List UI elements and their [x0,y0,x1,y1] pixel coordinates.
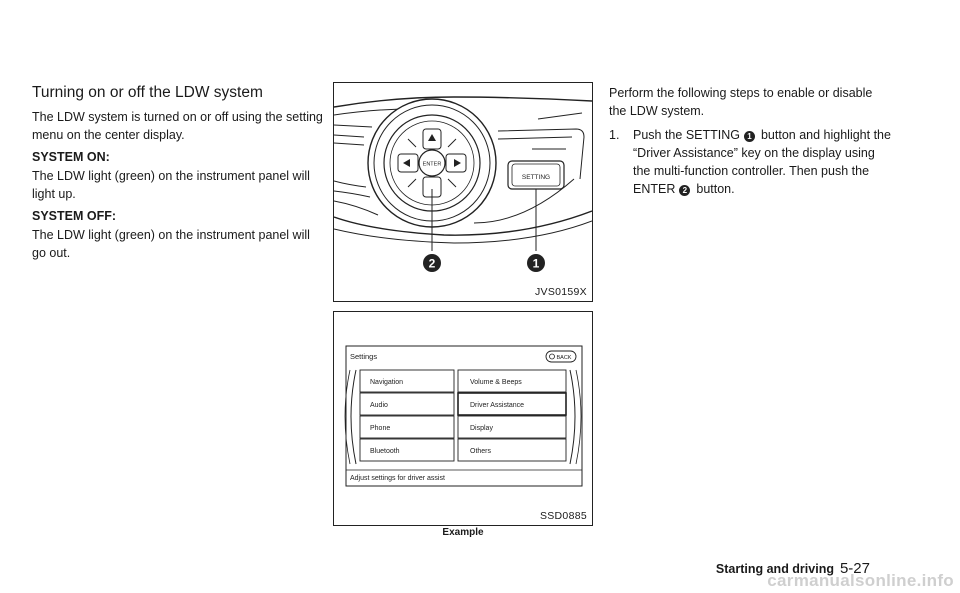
step-1-callout-1: 1 [743,131,755,142]
screen-status-text: Adjust settings for driver assist [350,475,445,482]
menu-item-bluetooth: Bluetooth [370,448,400,455]
instructions-intro: Perform the following steps to enable or… [609,86,873,118]
step-1-text-a: Push the SETTING [633,128,740,142]
system-on-label: SYSTEM ON: [32,150,110,164]
controller-figure: SETTING ENTER 2 1 JVS0159X [333,82,593,302]
step-1-text-b: button and highlight the “Driver Assista… [633,128,891,196]
figure2-caption: Example [442,527,484,538]
menu-item-audio: Audio [370,402,388,409]
footer-page-number: 5-27 [839,560,870,577]
step-1-callout-2: 2 [679,185,691,196]
page-footer: Starting and driving 5-27 [716,560,870,577]
figure2-code: SSD0885 [539,510,587,522]
screen-title: Settings [350,352,377,361]
enter-button-label: ENTER [423,162,442,168]
back-button-label: BACK [557,355,572,361]
setting-button-label: SETTING [522,174,550,181]
callout-1: 1 [533,257,540,271]
menu-item-others: Others [470,448,492,455]
menu-item-navigation: Navigation [370,379,403,386]
menu-item-phone: Phone [370,425,390,432]
section-title: Turning on or off the LDW system [32,84,263,101]
footer-section: Starting and driving [715,562,834,576]
system-on-text: The LDW light (green) on the instrument … [32,169,310,201]
menu-item-volume-beeps: Volume & Beeps [470,379,522,386]
controller-illustration: SETTING ENTER 2 1 [333,96,593,272]
callout-2: 2 [429,257,436,271]
menu-item-display: Display [470,425,493,432]
step-1-text-c: button. [696,182,735,196]
watermark: carmanualsonline.info [767,571,954,590]
system-off-label: SYSTEM OFF: [32,209,117,223]
right-column: Perform the following steps to enable or… [609,84,891,198]
settings-screen-figure: Settings BACK Navigation Audio Phone Blu… [333,311,593,526]
step-1-number: 1. [609,128,620,142]
settings-screen-illustration: Settings BACK Navigation Audio Phone Blu… [344,345,583,487]
figure1-code: JVS0159X [534,286,587,298]
left-column: Turning on or off the LDW system The LDW… [32,84,324,268]
menu-item-driver-assistance: Driver Assistance [470,402,524,409]
intro-paragraph: The LDW system is turned on or off using… [32,110,323,142]
system-off-text: The LDW light (green) on the instrument … [32,228,310,260]
